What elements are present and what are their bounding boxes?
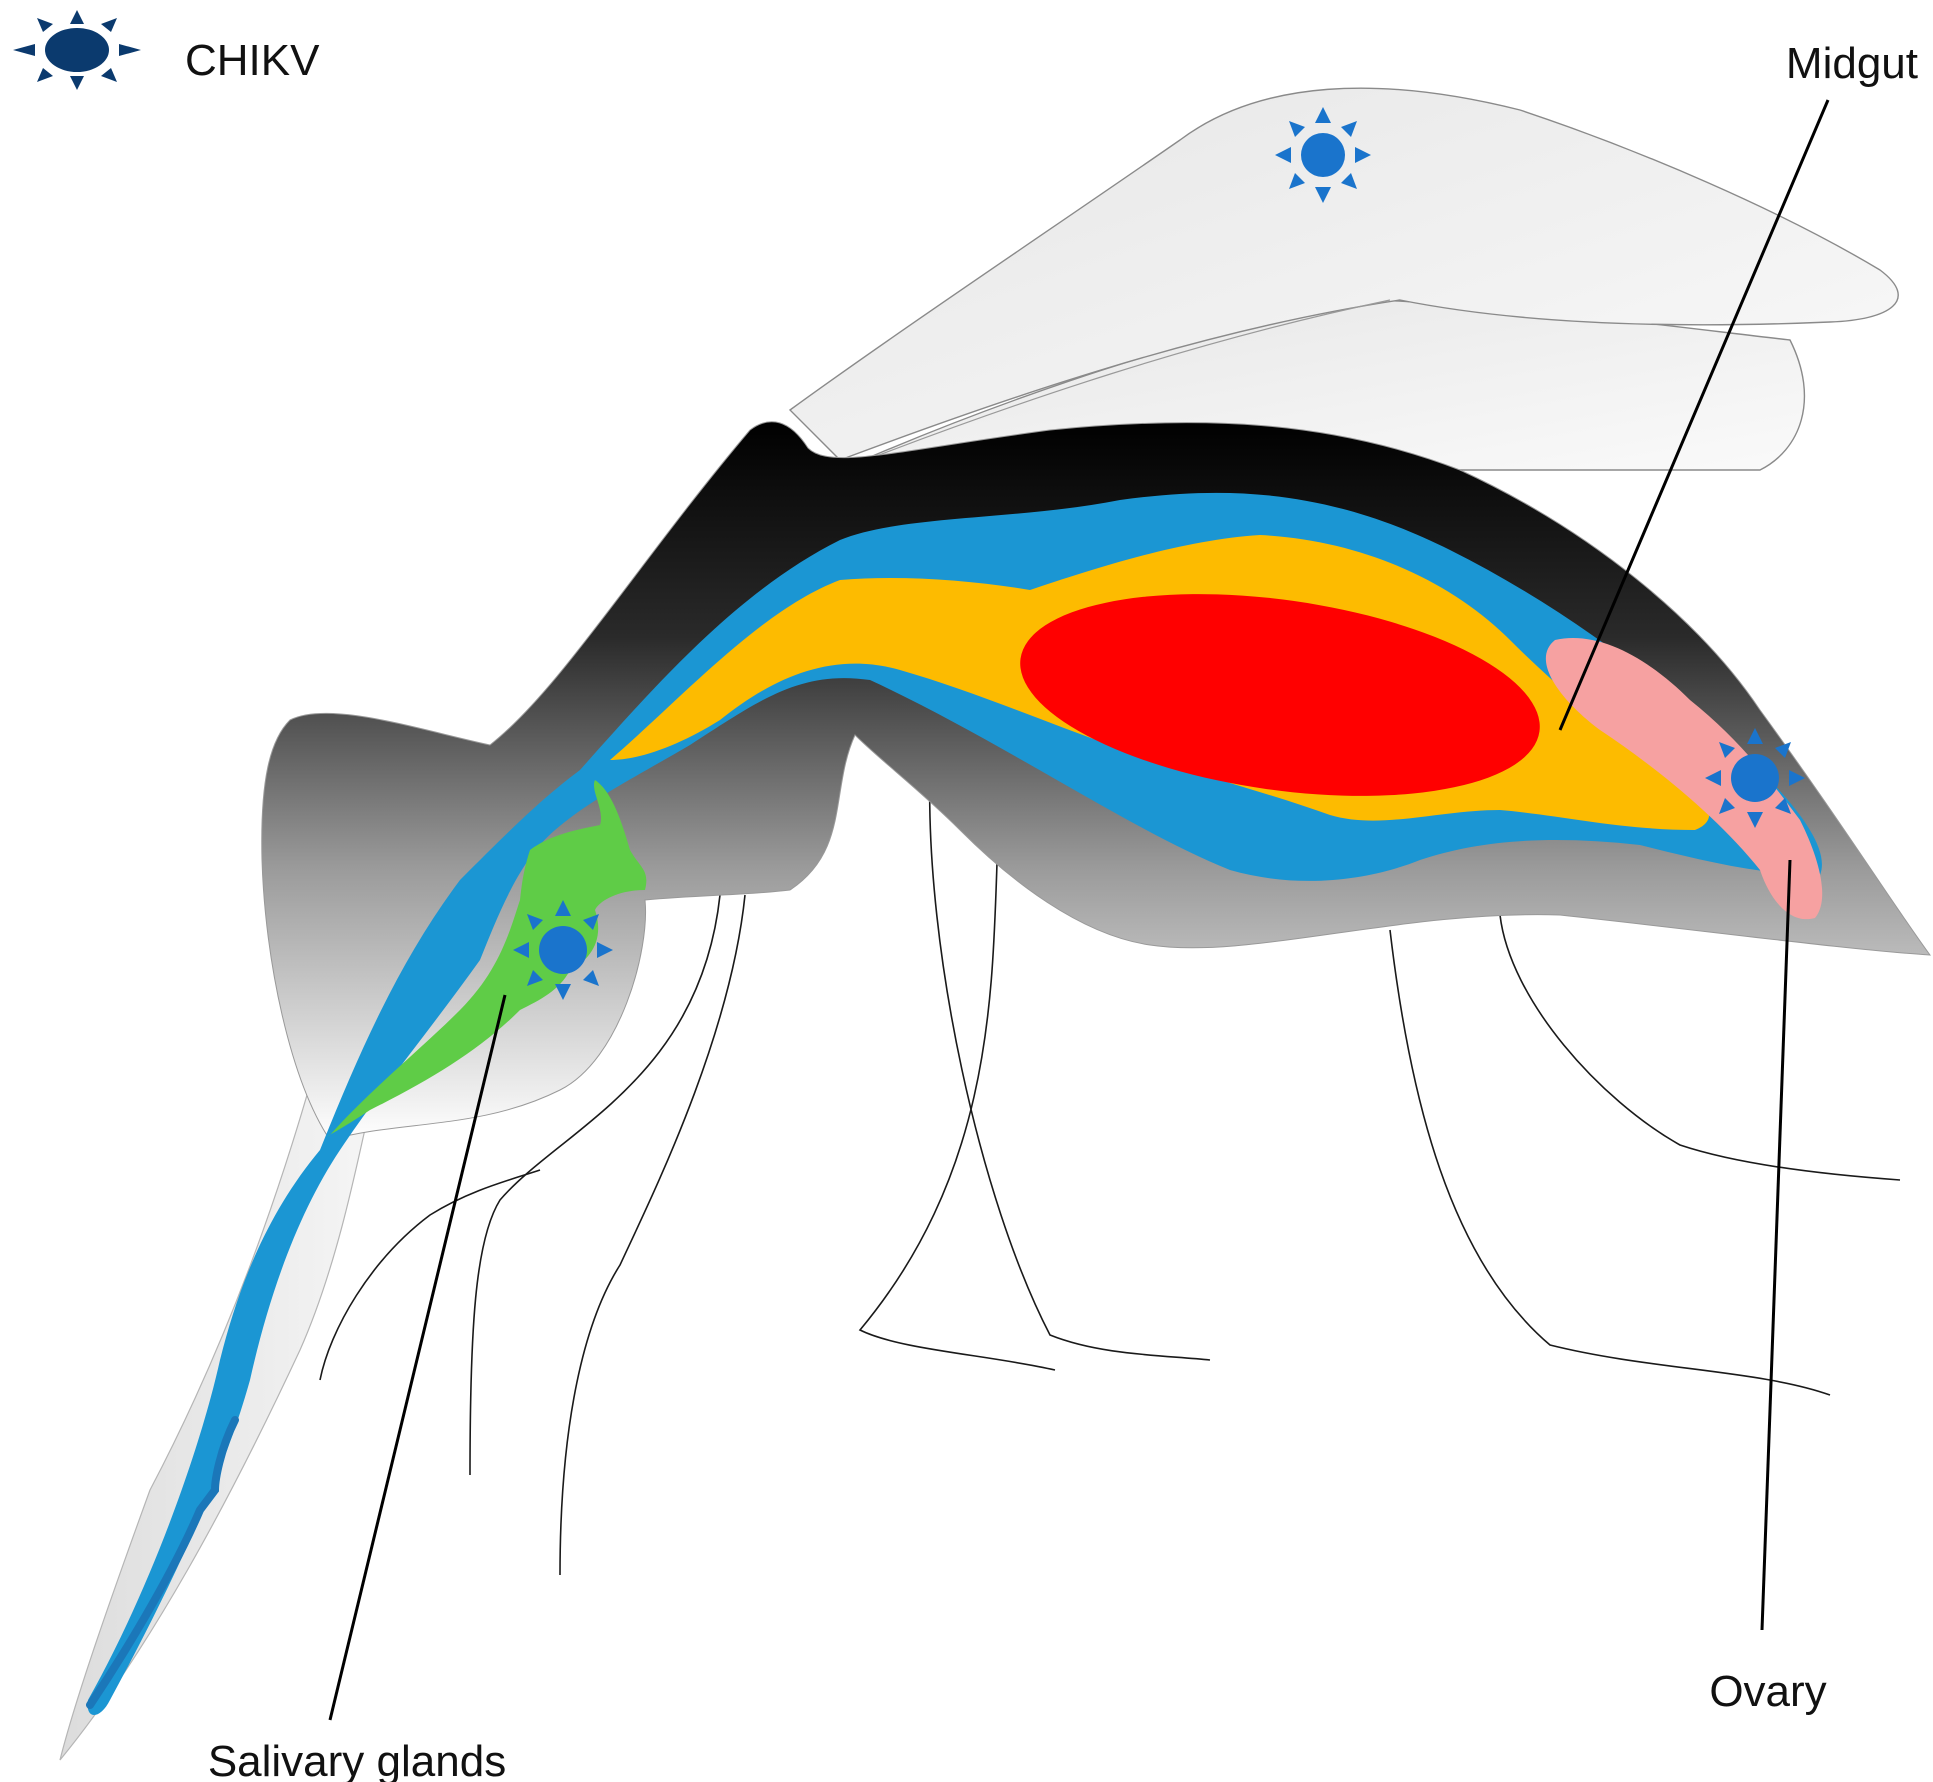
legs — [319, 769, 1901, 1576]
leg-1 — [469, 894, 721, 1476]
leg-7 — [319, 1169, 541, 1381]
midgut-label: Midgut — [1786, 39, 1918, 88]
virus-wing-icon — [1275, 107, 1371, 203]
virus-ovary-icon — [1705, 728, 1805, 828]
ovary-label: Ovary — [1709, 1667, 1826, 1716]
legend: CHIKV — [13, 10, 320, 90]
ovary — [1545, 638, 1823, 920]
leg-3 — [858, 794, 1056, 1371]
wing-upper — [788, 87, 1899, 461]
ovary-leader-line — [1760, 859, 1792, 1631]
salivary-glands-leader-line — [328, 994, 507, 1721]
leg-2 — [559, 894, 746, 1576]
wing-vein — [839, 299, 1391, 471]
stylet — [86, 1416, 239, 1709]
salivary-glands-label: Salivary glands — [208, 1737, 506, 1782]
legend-label: CHIKV — [185, 36, 320, 85]
virus-salivary-icon — [513, 900, 613, 1000]
midgut-blood-meal — [1020, 594, 1540, 796]
salivary-glands — [327, 780, 647, 1137]
wings — [788, 87, 1899, 471]
leg-4 — [928, 769, 1211, 1361]
midgut-leader-line — [1558, 99, 1830, 731]
leg-5 — [1389, 929, 1831, 1396]
legend-virus-icon — [13, 10, 141, 90]
leg-6 — [1499, 914, 1901, 1181]
